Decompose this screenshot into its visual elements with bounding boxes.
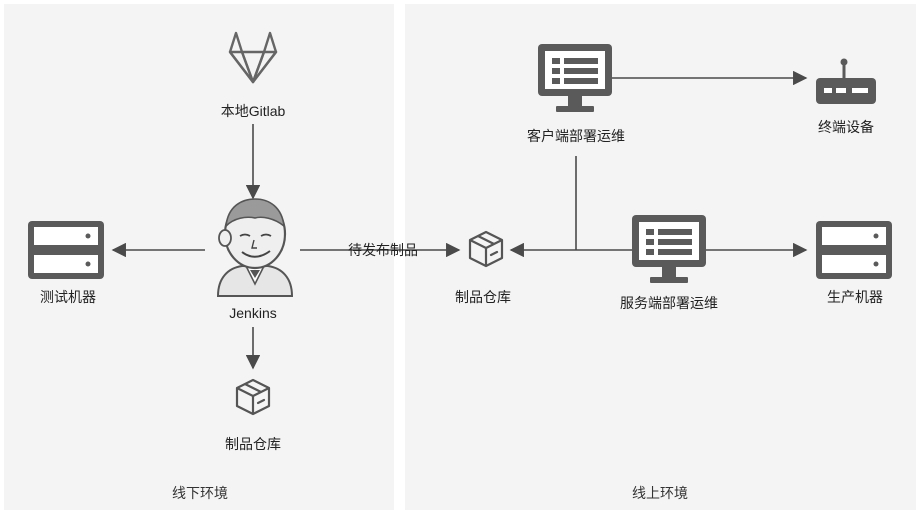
artifact-repo-offline-label: 制品仓库 <box>225 436 281 452</box>
pending-release-edge-label: 待发布制品 <box>348 242 418 258</box>
server-ops-label: 服务端部署运维 <box>620 295 718 311</box>
test-machine-server-icon <box>28 221 104 279</box>
test-machine-label: 测试机器 <box>40 289 96 305</box>
gitlab-label: 本地Gitlab <box>220 103 286 119</box>
terminal-device-label: 终端设备 <box>818 119 874 135</box>
gitlab-icon <box>228 31 278 84</box>
client-ops-label: 客户端部署运维 <box>527 128 625 144</box>
offline-zone-label: 线下环境 <box>172 485 228 501</box>
prod-machine-server-icon <box>816 221 892 279</box>
jenkins-icon <box>216 198 294 297</box>
jenkins-label: Jenkins <box>229 305 277 321</box>
artifact-repo-online-label: 制品仓库 <box>455 289 511 305</box>
terminal-device-router-icon <box>816 58 876 104</box>
online-zone-label: 线上环境 <box>632 485 688 501</box>
prod-machine-label: 生产机器 <box>827 289 883 305</box>
